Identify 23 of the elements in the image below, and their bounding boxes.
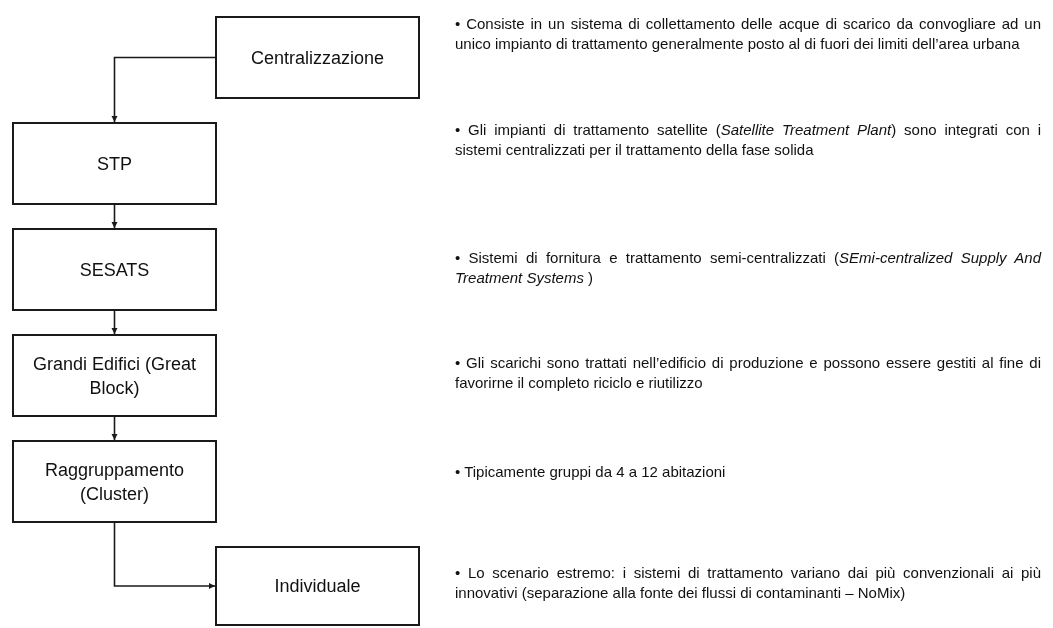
process-box: [12, 122, 217, 205]
arrow: [111, 416, 118, 441]
description-text: • Consiste in un sistema di collettamento delle acque di scarico da convogliare ad un unico impianto di trattamento generalmente posto al di fuori dei limiti dell’area urbana: [455, 14, 1041, 54]
process-box: [12, 228, 217, 311]
arrow: [113, 522, 216, 590]
description-text: • Lo scenario estremo: i sistemi di trattamento variano dai più convenzionali ai più innovativi (separazione alla fonte dei flussi di contaminanti – NoMix): [455, 563, 1041, 603]
box-label: STP: [97, 152, 132, 176]
arrow: [111, 204, 118, 229]
box-label: Raggruppamento (Cluster): [43, 458, 186, 506]
description-text: • Tipicamente gruppi da 4 a 12 abitazioni: [455, 462, 727, 482]
description-text: • Gli scarichi sono trattati nell’edificio di produzione e possono essere gestiti al fine di favorirne il completo riciclo e riutilizzo: [455, 353, 1041, 393]
process-box: [12, 334, 217, 417]
arrow: [111, 56, 216, 123]
box-label: Grandi Edifici (Great Block): [32, 352, 197, 400]
process-box: [215, 16, 420, 99]
process-box: [215, 546, 420, 626]
arrow: [111, 310, 118, 335]
description-text: • Sistemi di fornitura e trattamento semi-centralizzati (SEmi-centralized Supply And Treatment Systems ): [455, 248, 1041, 288]
description-text: • Gli impianti di trattamento satellite (Satellite Treatment Plant) sono integrati con i sistemi centralizzati per il trattamento della fase solida: [455, 120, 1041, 160]
box-label: Centralizzazione: [250, 46, 385, 70]
box-label: Individuale: [274, 575, 361, 598]
box-label: SESATS: [79, 258, 150, 282]
process-box: [12, 440, 217, 523]
